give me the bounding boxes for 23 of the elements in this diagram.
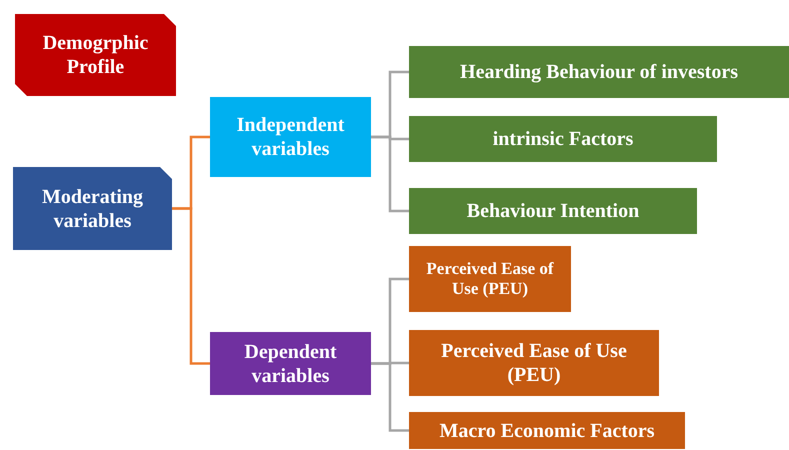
node-label: Independent variables (236, 113, 346, 161)
connector-line (371, 136, 409, 212)
category-box (210, 97, 371, 177)
node-label: Demogrphic Profile (42, 31, 150, 79)
factor-box (409, 188, 697, 234)
factor-box (409, 116, 717, 162)
factor-box (409, 330, 659, 396)
node-label: intrinsic Factors (492, 127, 634, 151)
node-label: Hearding Behaviour of investors (460, 60, 738, 84)
factor-box (409, 412, 685, 449)
connector-line (172, 207, 210, 365)
node-label: Perceived Ease of Use (PEU) (425, 258, 555, 300)
node-label: Macro Economic Factors (439, 418, 655, 442)
factor-box (409, 46, 789, 98)
connector-line (371, 362, 409, 432)
category-box (210, 332, 371, 395)
node-label: Behaviour Intention (466, 199, 640, 223)
factor-box (409, 246, 571, 312)
node-label: Moderating variables (40, 184, 144, 232)
node-label: Dependent variables (243, 340, 338, 388)
profile-box (15, 14, 176, 96)
moderating-box (13, 167, 172, 250)
node-label: Perceived Ease of Use (PEU) (440, 339, 628, 387)
